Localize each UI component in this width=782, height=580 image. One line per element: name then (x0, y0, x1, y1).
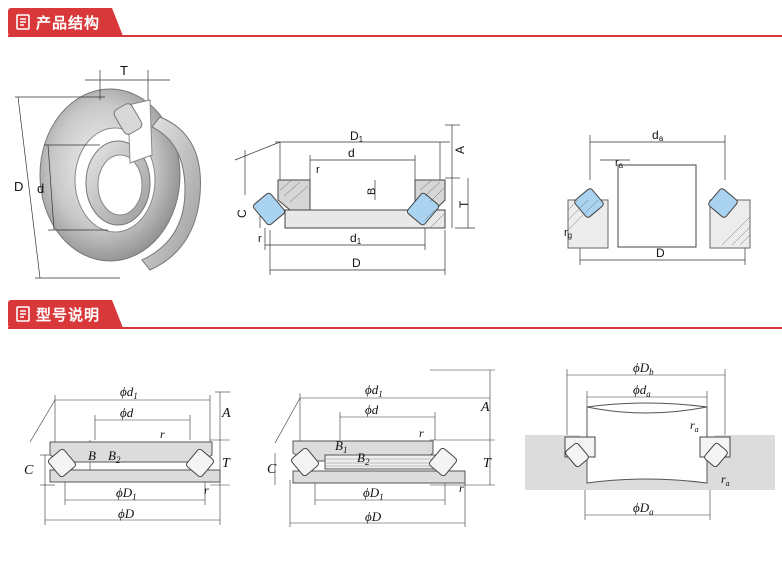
dim-B-label: B (88, 448, 96, 463)
dim-phi-d-label: ϕd (120, 405, 134, 420)
dim-ra-bottom-label: ra (721, 472, 730, 488)
dim-C-label: C (267, 462, 277, 477)
dim-phi-D1-label: ϕD1 (363, 485, 384, 502)
dim-A-label: A (453, 146, 467, 154)
dim-rg-label: rg (564, 227, 572, 240)
header-divider (8, 35, 782, 37)
dim-phi-Da-label: ϕDa (633, 500, 654, 517)
dim-D-label: D (352, 256, 361, 270)
section-tab: 型号说明 (8, 300, 123, 328)
dim-phi-d1-label: ϕd1 (365, 382, 383, 399)
section-title: 型号说明 (36, 306, 101, 324)
section-header-model: 型号说明 (0, 300, 782, 330)
model-mounting-drawing: ϕDb ϕda ra ra ϕDa (525, 360, 775, 520)
dim-phi-d1-label: ϕd1 (120, 384, 138, 401)
section-tab: 产品结构 (8, 8, 123, 36)
dim-C-label: C (235, 209, 249, 218)
dim-phi-D-label: ϕD (118, 506, 135, 521)
dim-phi-d-label: ϕd (365, 402, 379, 417)
dim-T-label: T (222, 456, 231, 471)
dim-phi-D-label: ϕD (365, 509, 382, 524)
dim-phi-da-label: ϕda (633, 382, 651, 399)
dim-T-label: T (483, 456, 492, 471)
dim-phi-D1-label: ϕD1 (116, 485, 137, 502)
dim-da-label: da (652, 128, 664, 143)
dim-D-label: D (14, 179, 23, 194)
dim-D1-label: D1 (350, 129, 364, 144)
dim-r-top-label: r (160, 427, 165, 441)
dim-ra-top-label: ra (690, 418, 699, 434)
dim-r-top-label: r (316, 164, 320, 176)
dim-d-label: d (37, 181, 44, 196)
dim-r-top-label: r (419, 426, 424, 440)
dim-T-label: T (120, 63, 128, 78)
model-drawing-1: ϕd1 ϕd r A B B2 T C ϕD1 r ϕD (24, 384, 231, 525)
bearing-section-drawing: D1 d r B A T C r d1 D (234, 124, 475, 275)
dim-B1-label: B1 (335, 438, 347, 455)
document-icon (16, 14, 30, 30)
dim-T-label: T (457, 200, 471, 208)
dim-d-label: d (348, 146, 355, 160)
dim-C-label: C (24, 463, 34, 478)
dim-r-bottom-label: r (258, 233, 262, 245)
section-header-structure: 产品结构 (0, 8, 782, 38)
dim-ra-label: ra (615, 157, 624, 170)
dim-r-bottom-label: r (459, 481, 464, 495)
document-icon (16, 306, 30, 322)
model-drawing-2: ϕd1 ϕd r A B1 B2 T C ϕD1 r ϕD (267, 369, 495, 527)
header-divider (8, 327, 782, 329)
dim-A-label: A (480, 400, 490, 415)
dim-B2-label: B2 (108, 448, 121, 465)
dim-phi-Db-label: ϕDb (633, 360, 654, 377)
dim-B2-label: B2 (357, 450, 370, 467)
dim-B-label: B (366, 188, 378, 195)
dim-r-bottom-label: r (204, 483, 209, 497)
bearing-mounting-drawing: da ra rg D (564, 128, 751, 265)
bearing-3d-illustration: D d T (14, 63, 201, 279)
dim-D-label: D (656, 246, 665, 260)
dim-d1-label: d1 (350, 231, 362, 246)
dim-A-label: A (221, 406, 231, 421)
section-title: 产品结构 (36, 14, 101, 32)
